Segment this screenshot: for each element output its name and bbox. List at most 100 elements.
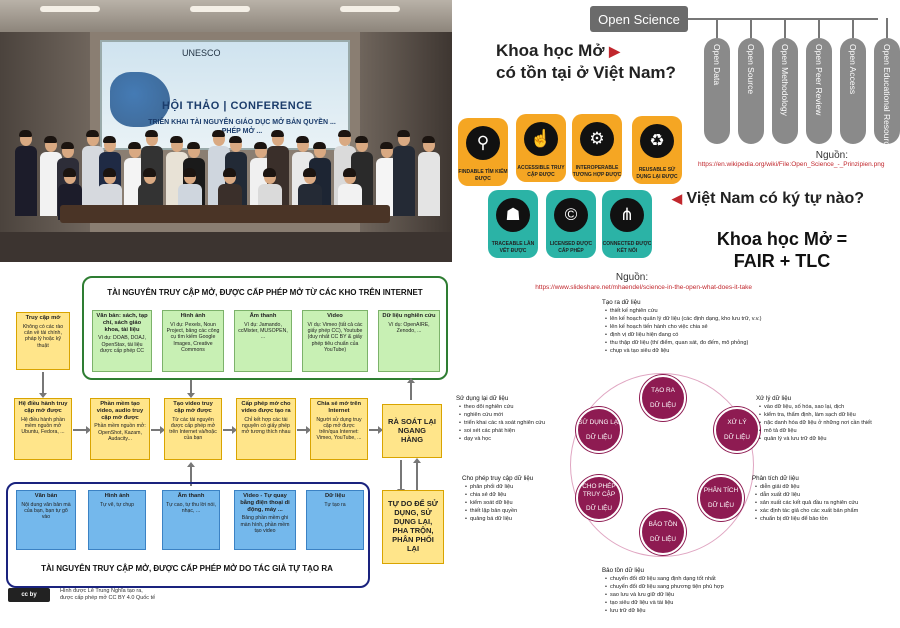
arrow-right xyxy=(297,429,307,431)
list-item: xác định tác giả cho các xuất bản phẩm xyxy=(762,507,900,515)
node-label: DỮ LIỆU xyxy=(724,434,750,441)
triangle-right-icon: ▶ xyxy=(609,43,620,59)
process-text: Hệ điều hành phần mềm nguồn mở Ubuntu, F… xyxy=(21,417,65,436)
list-item: quảng bá dữ liệu xyxy=(472,515,582,523)
list-item: diễn giải dữ liệu xyxy=(762,483,900,491)
pillar-label: Open Methodology xyxy=(780,44,790,116)
node-give-access: CHO PHÉP TRUY CẬP DỮ LIỆU xyxy=(576,475,622,521)
node-label: CHO PHÉP TRUY CẬP xyxy=(578,483,620,498)
block-list: diễn giải dữ liệudẫn xuất dữ liệusản xuấ… xyxy=(752,483,900,523)
process-data-block: Xử lý dữ liệuvào dữ liệu, số hóa, sao lạ… xyxy=(756,395,900,443)
pillar-label: Open Access xyxy=(848,44,858,94)
authored-box-images: Hình ảnh Tự vẽ, tự chụp xyxy=(88,490,146,550)
authored-title: Video - Tự quay bằng điện thoại di động,… xyxy=(238,493,292,513)
repo-text: Ví dụ: Jamando, ccMixter, MUSOPEN, ... xyxy=(238,322,288,341)
list-item: triển khai các rà soát nghiên cứu xyxy=(466,419,576,427)
pillar-label: Open Peer Review xyxy=(814,44,824,115)
list-item: dẫn xuất dữ liệu xyxy=(762,491,900,499)
authored-text: Tự tạo ra xyxy=(324,502,345,508)
open-science-slide: Open Science Open Data Open Source Open Me… xyxy=(452,0,900,295)
process-box-os: Hệ điều hành truy cập mở được Hệ điều hà… xyxy=(14,398,72,460)
credit-line-2: được cấp phép mở CC BY 4.0 Quốc tế xyxy=(60,595,155,602)
list-item: theo dõi nghiên cứu xyxy=(466,403,576,411)
process-title: Cấp phép mở cho video được tạo ra xyxy=(240,401,292,415)
process-title: Chia sẻ mở trên Internet xyxy=(314,401,364,415)
pillar-label: Open Data xyxy=(712,44,722,85)
arrow-right xyxy=(151,429,161,431)
oer-workflow-diagram: TÀI NGUYÊN TRUY CẬP MỞ, ĐƯỢC CẤP PHÉP MỞ… xyxy=(0,262,452,628)
open-access-text: Không có các rào cản về tài chính, pháp … xyxy=(23,324,63,349)
list-item: thiết kế nghiên cứu xyxy=(612,307,862,315)
banner-title: HỘI THẢO | CONFERENCE xyxy=(162,100,312,112)
repo-box-text: Văn bản: sách, tạp chí, sách giáo khoa, … xyxy=(92,310,152,372)
pillar-1: Open Data xyxy=(704,38,730,144)
source-2-link[interactable]: https://www.slideshare.net/mhaendel/scie… xyxy=(452,284,752,291)
process-text: Chỉ kết hợp các tài nguyên có giấy phép … xyxy=(242,417,291,436)
banner-subtitle: TRIỂN KHAI TÀI NGUYÊN GIÁO DỤC MỞ BẢN QU… xyxy=(142,118,342,136)
open-access-box: Truy cập mở Không có các rào cản về tài … xyxy=(16,312,70,370)
block-list: phân phối dữ liệuchia sẻ dữ liệukiểm soá… xyxy=(462,483,582,523)
process-text: Phần mềm nguồn mở: OpenShot, Kazam, Auda… xyxy=(94,423,146,442)
principle-label: CONNECTED ĐƯỢC KẾT NỐI xyxy=(602,241,652,254)
list-item: tạo siêu dữ liệu và tài liệu xyxy=(612,599,822,607)
authored-box-data: Dữ liệu Tự tạo ra xyxy=(306,490,364,550)
repo-text: Ví dụ: DOAB, DOAJ, OpenStax, tài liệu đư… xyxy=(98,335,146,354)
question-heading: Khoa học Mở ▶ có tồn tại ở Việt Nam? xyxy=(496,40,696,83)
repo-box-images: Hình ảnh Ví dụ: Pexels, Noun Project, bả… xyxy=(162,310,224,372)
question-line-1: Khoa học Mở xyxy=(496,41,604,60)
node-label: DỮ LIỆU xyxy=(578,505,620,512)
arrow-down xyxy=(190,380,192,394)
analyse-data-block: Phân tích dữ liệudiễn giải dữ liệudẫn xu… xyxy=(752,475,900,523)
node-label: PHÂN TÍCH xyxy=(704,487,738,494)
pillar-2: Open Source xyxy=(738,38,764,144)
connector-line xyxy=(886,18,888,38)
floor xyxy=(0,232,452,262)
list-item: dạy và học xyxy=(466,435,576,443)
block-heading: Tạo ra dữ liệu xyxy=(602,299,862,307)
node-label: DỮ LIỆU xyxy=(578,434,620,441)
principle-label: ACCESSIBLE TRUY CẬP ĐƯỢC xyxy=(516,165,566,178)
principle-icon: ☗ xyxy=(496,198,530,232)
node-label: XỬ LÝ xyxy=(724,419,750,426)
principle-tile: ⚲FINDABLE TÌM KIẾM ĐƯỢC xyxy=(458,118,508,186)
open-access-title: Truy cập mở xyxy=(20,315,66,322)
block-list: thiết kế nghiên cứulên kế hoạch quản lý … xyxy=(602,307,862,355)
block-heading: Phân tích dữ liệu xyxy=(752,475,900,483)
block-list: chuyển đổi dữ liệu sang định dạng tốt nh… xyxy=(602,575,822,615)
principle-tile: ☝ACCESSIBLE TRUY CẬP ĐƯỢC xyxy=(516,114,566,182)
source-1-link[interactable]: https://en.wikipedia.org/wiki/File:Open_… xyxy=(698,161,898,168)
connector-line xyxy=(716,18,718,38)
open-science-root: Open Science xyxy=(590,6,688,32)
node-label: DỮ LIỆU xyxy=(650,402,676,409)
repo-title: Dữ liệu nghiên cứu xyxy=(382,313,436,320)
pillar-3: Open Methodology xyxy=(772,38,798,144)
question-line-2: có tồn tại ở Việt Nam? xyxy=(496,63,676,82)
answer-line-1: Khoa học Mở = xyxy=(712,228,852,250)
repo-title: Hình ảnh xyxy=(166,313,220,320)
list-item: lên kế hoạch quản lý dữ liệu (các định d… xyxy=(612,315,862,323)
list-item: nặc danh hóa dữ liệu ở những nơi cần thi… xyxy=(766,419,900,427)
image-credit: Hình được Lê Trung Nghĩa tạo ra, được cấ… xyxy=(60,588,155,602)
block-heading: Bảo tồn dữ liệu xyxy=(602,567,822,575)
authored-title: Hình ảnh xyxy=(92,493,142,500)
conference-photo: UNESCO HỘI THẢO | CONFERENCE TRIỂN KHAI … xyxy=(0,0,452,262)
process-title: Phần mềm tạo video, audio truy cập mở đư… xyxy=(94,401,146,421)
pillar-6: Open Educational Resources xyxy=(874,38,900,144)
list-item: định vị dữ liệu hiện đang có xyxy=(612,331,862,339)
authored-text: Bảng phần mềm ghi màn hình, phần mềm tạo… xyxy=(240,515,289,534)
conference-table xyxy=(60,205,390,223)
list-item: phân phối dữ liệu xyxy=(472,483,582,491)
list-item: thu thập dữ liệu (thí điểm, quan sát, đo… xyxy=(612,339,862,347)
source-2-label: Nguồn: xyxy=(552,272,712,283)
authored-text: Nội dung văn bản mà của bạn, bạn tự gõ v… xyxy=(21,502,70,521)
peer-review-box: RÀ SOÁT LẠI NGANG HÀNG xyxy=(382,404,442,458)
list-item: mô tả dữ liệu xyxy=(766,427,900,435)
list-item: chuyển đổi dữ liệu sang định dạng tốt nh… xyxy=(612,575,822,583)
list-item: lên kế hoạch tiến hành cho việc chia sẻ xyxy=(612,323,862,331)
list-item: nghiên cứu mới xyxy=(466,411,576,419)
pillar-label: Open Source xyxy=(746,44,756,94)
bottom-frame-title: TÀI NGUYÊN TRUY CẬP MỞ, ĐƯỢC CẤP PHÉP MỞ… xyxy=(12,564,362,573)
principle-label: INTEROPERABLE TƯƠNG HỢP ĐƯỢC xyxy=(572,165,622,178)
